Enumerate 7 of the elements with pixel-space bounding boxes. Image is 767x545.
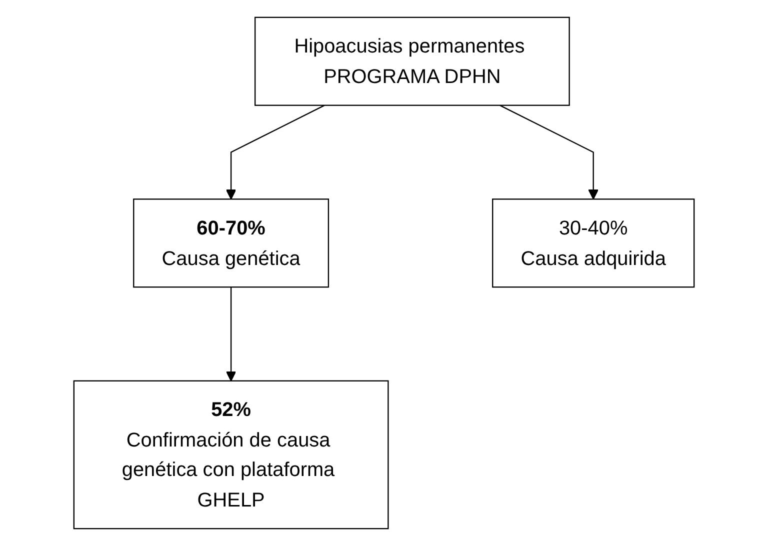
node-box: 30-40% Causa adquirida <box>492 198 694 288</box>
arrow <box>225 104 324 200</box>
node-box: 60-70% Causa genética <box>132 198 329 288</box>
arrow <box>225 286 236 381</box>
arrow <box>499 104 598 200</box>
node-box: 52% Confirmación de causa genética con plataforma GHELP <box>72 380 388 529</box>
node-box: Hipoacusias permanentes PROGRAMA DPHN <box>254 16 570 106</box>
